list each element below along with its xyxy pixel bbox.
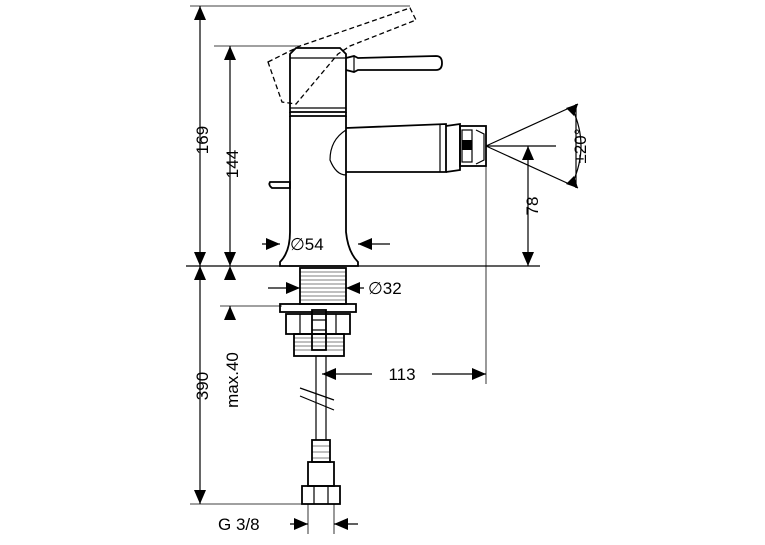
spray-angle [485, 103, 582, 189]
faucet-outline [267, 7, 487, 267]
dim-144-label: 144 [223, 150, 242, 178]
dim-54-label: ∅54 [290, 235, 324, 254]
threaded-shank [279, 267, 357, 357]
dim-390-label: 390 [193, 372, 212, 400]
dim-g38-label: G 3/8 [218, 515, 260, 534]
dim-angle-label: ±20° [571, 128, 590, 163]
dim-113-label: 113 [388, 365, 415, 384]
dimension-lines [186, 5, 577, 534]
dim-32-label: ∅32 [368, 279, 402, 298]
supply-hose [299, 356, 341, 505]
dim-169-label: 169 [193, 126, 212, 154]
dim-78-label: 78 [523, 197, 542, 216]
dimension-labels: 169 144 78 ±20° 390 max.40 ∅54 ∅32 113 G… [193, 126, 590, 534]
dim-max40-label: max.40 [223, 352, 242, 408]
